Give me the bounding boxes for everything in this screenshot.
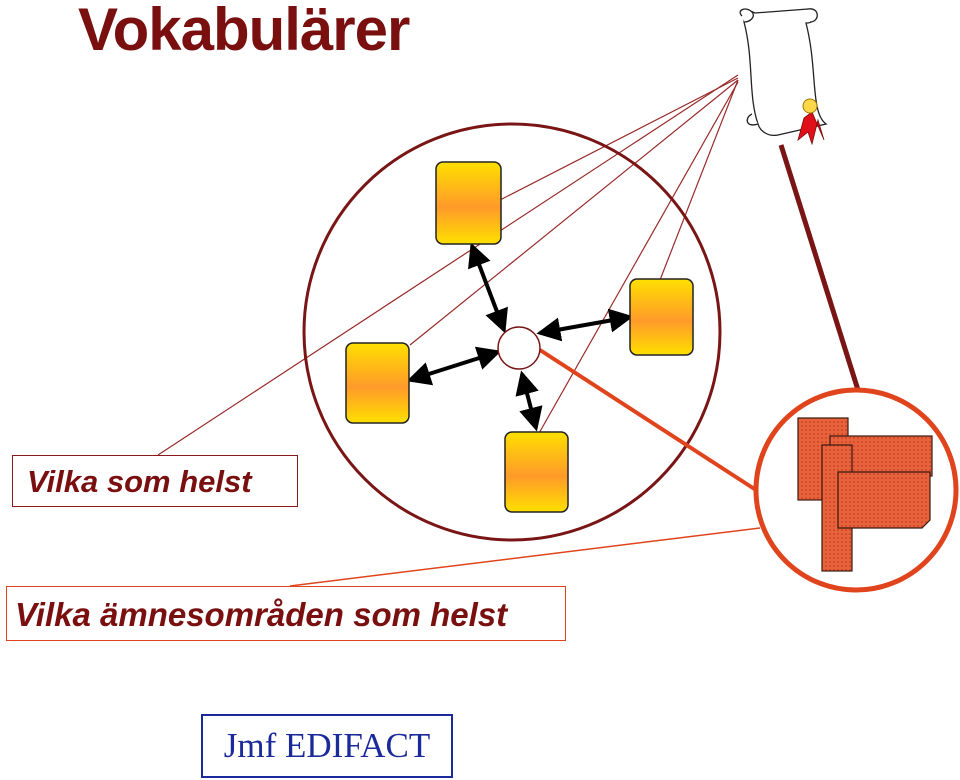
vocabulary-node-left — [345, 342, 410, 424]
hub-to-zoom-line — [538, 348, 758, 492]
hub-arrows — [406, 242, 634, 432]
hub-node — [497, 326, 541, 370]
label-any-vocabulary: Vilka som helst — [12, 455, 298, 507]
vocabulary-node-bottom — [504, 431, 569, 513]
scroll-connector-lines — [157, 74, 739, 456]
vocabulary-node-top — [435, 161, 502, 245]
award-ribbon-icon — [797, 98, 825, 146]
stacked-documents-icon — [797, 417, 933, 572]
vocabulary-circle — [302, 122, 722, 542]
footer-reference-box: Jmf EDIFACT — [201, 714, 453, 778]
zoom-to-label-line — [289, 527, 761, 587]
page-title: Vokabulärer — [78, 0, 410, 63]
vocabulary-node-right — [629, 278, 694, 356]
scroll-to-zoom-line — [778, 144, 861, 391]
label-any-domains: Vilka ämnesområden som helst — [6, 586, 566, 641]
